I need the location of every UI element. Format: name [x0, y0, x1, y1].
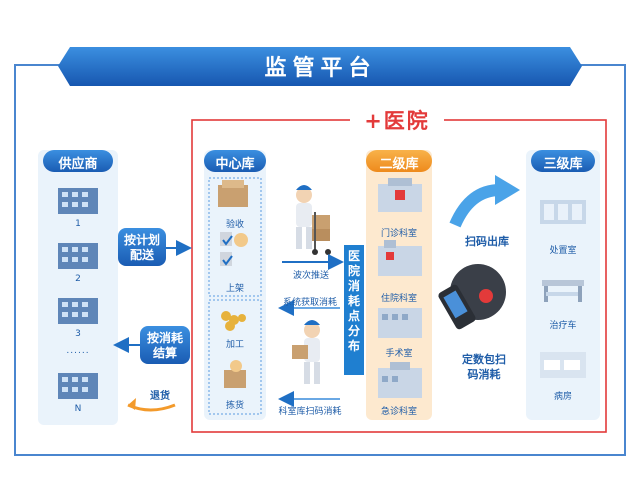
hospital-label: +医院: [350, 107, 444, 135]
center-store-heading: 中心库: [215, 157, 255, 172]
second-store-item: 门诊科室: [380, 229, 417, 239]
box-icon: [218, 180, 248, 388]
room-icon: [540, 200, 586, 378]
center-step: 验收: [225, 220, 244, 230]
scanner-icon: [438, 264, 506, 330]
third-store-item: 病房: [553, 392, 572, 402]
supplier-item: ......: [66, 346, 90, 356]
return-goods-label: 退货: [150, 391, 170, 402]
third-store-heading: 三级库: [543, 157, 583, 172]
scan-out-label: 扫码出库: [465, 235, 509, 248]
supplier-item: N: [74, 404, 82, 414]
consumption-settle-button: 按消耗结算: [146, 331, 183, 360]
supplier-panel: [38, 150, 118, 425]
plan-delivery-bg: [118, 228, 166, 266]
supplier-item: 3: [75, 329, 81, 339]
worker-icon: [296, 185, 331, 255]
center-store-panel: [204, 150, 266, 420]
supplier-item: 2: [75, 274, 81, 284]
second-store-item: 急诊科室: [380, 407, 417, 417]
system-fetch-label: 系统获取消耗: [282, 298, 337, 308]
consumption-settle-bg: [140, 326, 190, 364]
page-title: 监管平台: [264, 56, 377, 81]
building-icon: [378, 178, 422, 398]
title-banner: [58, 47, 582, 86]
scan-out-arrow: [449, 184, 501, 228]
center-step: 加工: [225, 340, 244, 350]
center-step: 拣货: [225, 401, 244, 411]
dept-scan-label: 科室库扫码消耗: [278, 407, 342, 417]
third-store-item: 处置室: [549, 246, 577, 256]
second-store-item: 手术室: [385, 349, 413, 359]
plan-delivery-button: 按计划配送: [123, 233, 160, 262]
second-store-panel: [366, 150, 432, 420]
supplier-heading: 供应商: [58, 157, 98, 172]
third-store-item: 治疗车: [549, 321, 577, 331]
fixed-pack-label: 定数包扫码消耗: [462, 353, 506, 381]
hospital-distribution-label: 医院消耗点分布: [344, 245, 364, 375]
second-store-item: 住院科室: [380, 294, 417, 304]
worker-icon: [292, 320, 320, 384]
second-store-heading: 二级库: [379, 157, 419, 172]
batch-push-label: 波次推送: [292, 271, 329, 281]
supplier-item: 1: [75, 219, 81, 229]
building-icon: [58, 188, 98, 399]
center-step: 上架: [225, 284, 244, 294]
